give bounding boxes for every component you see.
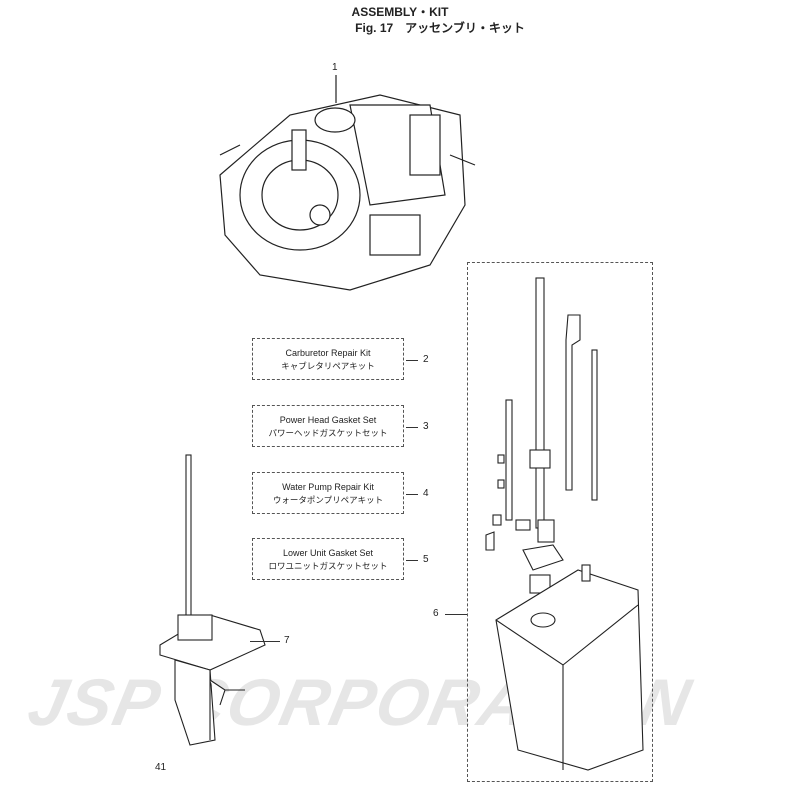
kit-label-en: Water Pump Repair Kit: [282, 482, 374, 492]
callout-6: 6: [433, 608, 439, 619]
page-title: ASSEMBLY・KIT: [351, 5, 449, 19]
page-number: 41: [155, 762, 167, 773]
callout-5: 5: [423, 554, 429, 565]
kit-label-jp: ロワユニットガスケットセット: [268, 561, 388, 571]
kit-label-en: Carburetor Repair Kit: [285, 348, 371, 358]
kit-label-jp: キャブレタリペアキット: [281, 361, 375, 371]
kit-label-en: Power Head Gasket Set: [279, 415, 377, 425]
kit-box-carburetor: Carburetor Repair Kit キャブレタリペアキット: [252, 338, 404, 380]
kit-label-jp: ウォータポンプリペアキット: [272, 495, 384, 505]
kit-label-jp: パワーヘッドガスケットセット: [268, 428, 388, 438]
callout-7: 7: [284, 635, 290, 646]
lower-unit-illustration: [159, 454, 266, 746]
lower-unit-parts-illustration: [485, 277, 644, 771]
figure-subtitle: Fig. 17 アッセンブリ・キット: [355, 21, 525, 35]
callout-3: 3: [423, 421, 429, 432]
callout-4: 4: [423, 488, 429, 499]
kit-box-water-pump: Water Pump Repair Kit ウォータポンプリペアキット: [252, 472, 404, 514]
kit-box-lower-unit-gasket: Lower Unit Gasket Set ロワユニットガスケットセット: [252, 538, 404, 580]
powerhead-illustration: [219, 75, 476, 291]
kit-box-power-head-gasket: Power Head Gasket Set パワーヘッドガスケットセット: [252, 405, 404, 447]
kit-label-en: Lower Unit Gasket Set: [282, 548, 374, 558]
callout-2: 2: [423, 354, 429, 365]
lower-unit-parts-frame: [467, 262, 653, 782]
callout-1: 1: [332, 62, 338, 73]
watermark: JSP CORPORATION: [22, 665, 699, 739]
